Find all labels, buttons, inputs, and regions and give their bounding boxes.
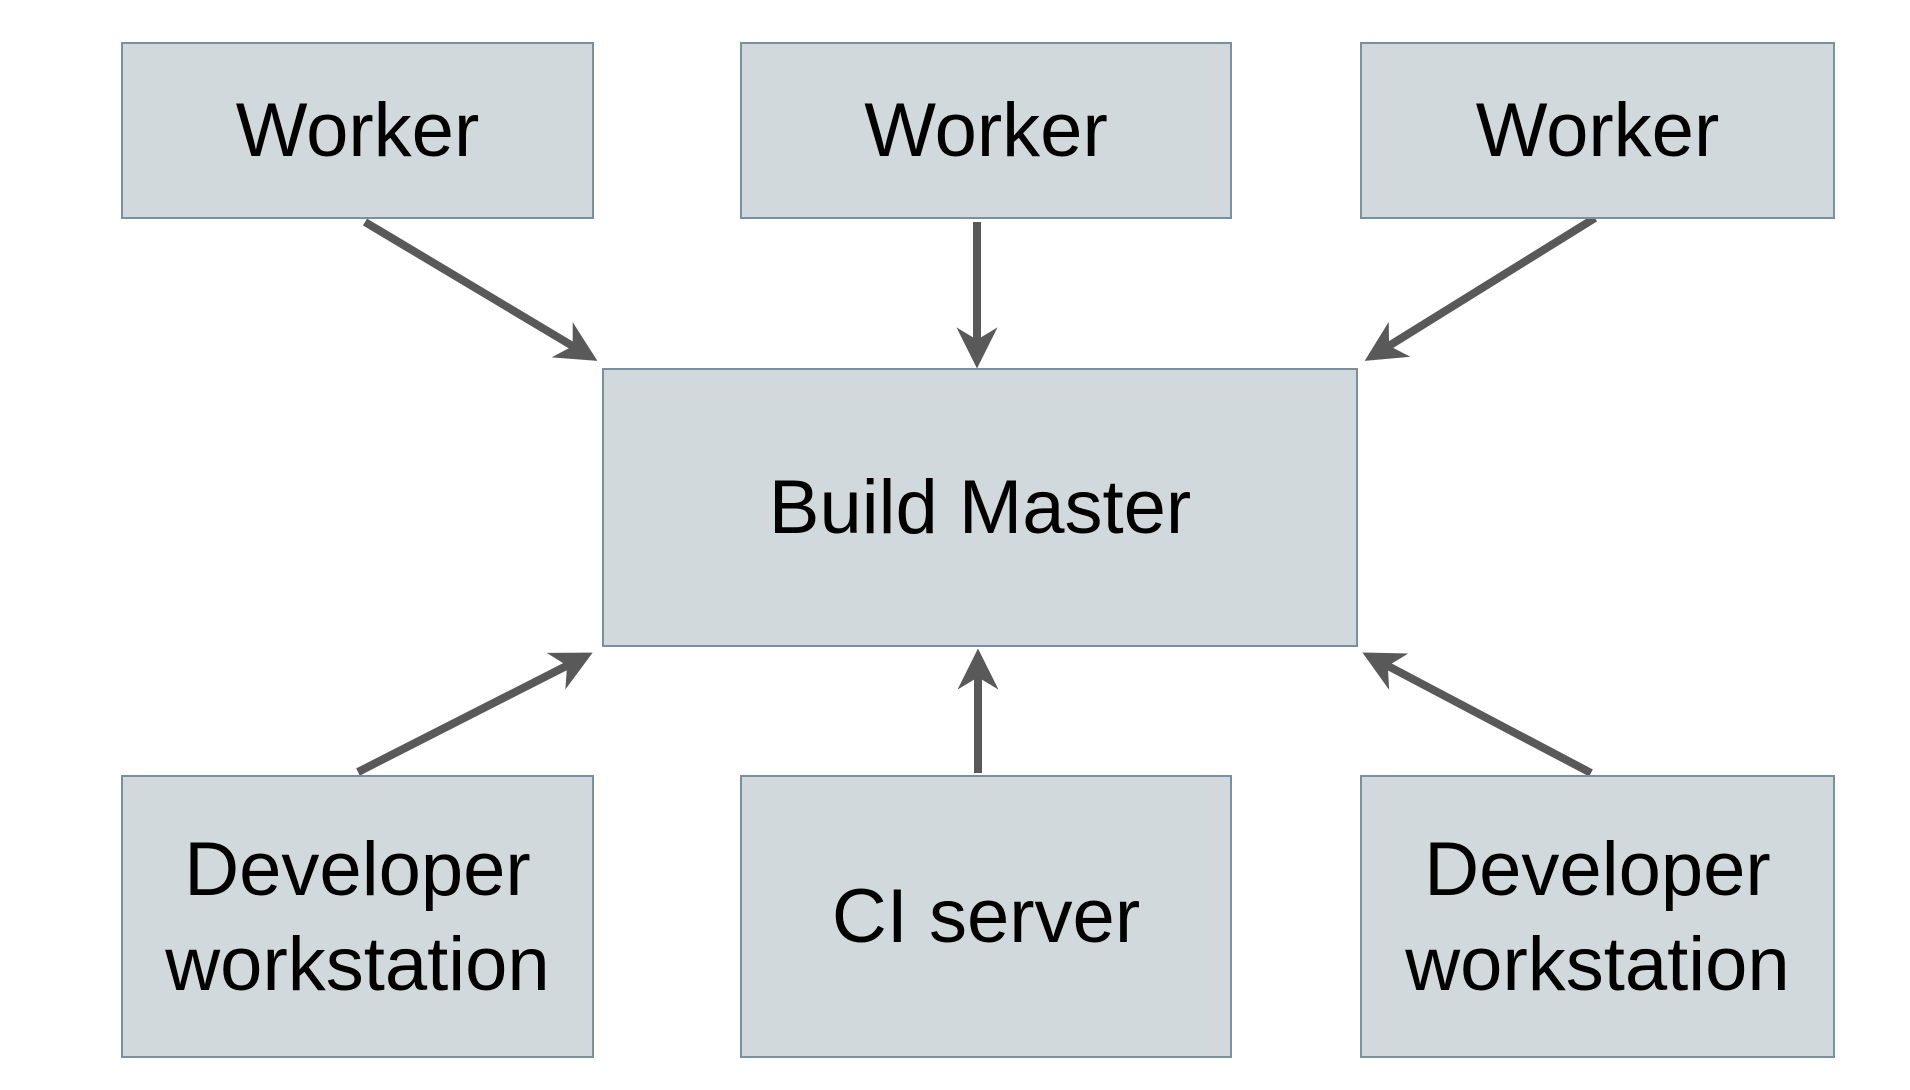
node-label: Build Master: [768, 465, 1192, 550]
node-label: Worker: [1475, 88, 1720, 173]
node-label: Developer workstation: [1405, 826, 1790, 1007]
arrow-developer-workstation-left-to-build-master: [356, 652, 593, 776]
node-developer-workstation-left: Developer workstation: [121, 775, 594, 1058]
node-build-master: Build Master: [602, 368, 1358, 647]
node-worker-2: Worker: [740, 42, 1232, 219]
node-ci-server: CI server: [740, 775, 1232, 1058]
node-developer-workstation-right: Developer workstation: [1360, 775, 1835, 1058]
node-label: Developer workstation: [165, 826, 550, 1007]
node-worker-3: Worker: [1360, 42, 1835, 219]
arrow-developer-workstation-right-to-build-master: [1362, 652, 1593, 777]
node-label: CI server: [831, 874, 1141, 959]
node-label: Worker: [235, 88, 480, 173]
node-worker-1: Worker: [121, 42, 594, 219]
arrow-worker-1-to-build-master: [362, 218, 598, 361]
arrow-worker-3-to-build-master: [1364, 214, 1598, 361]
node-label: Worker: [864, 88, 1108, 173]
